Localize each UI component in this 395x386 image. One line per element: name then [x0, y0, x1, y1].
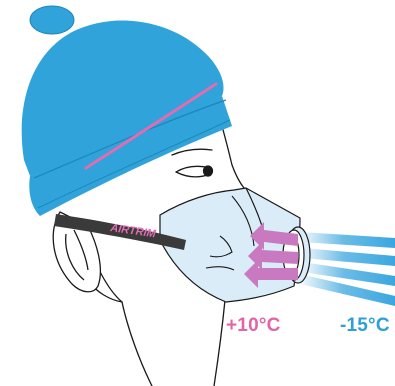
cold-air-stream: [300, 232, 395, 306]
warm-temperature-label: +10°C: [226, 315, 281, 337]
eye: [172, 149, 213, 177]
beanie-hat: [22, 6, 232, 216]
cold-temperature-label: -15°C: [340, 315, 390, 337]
